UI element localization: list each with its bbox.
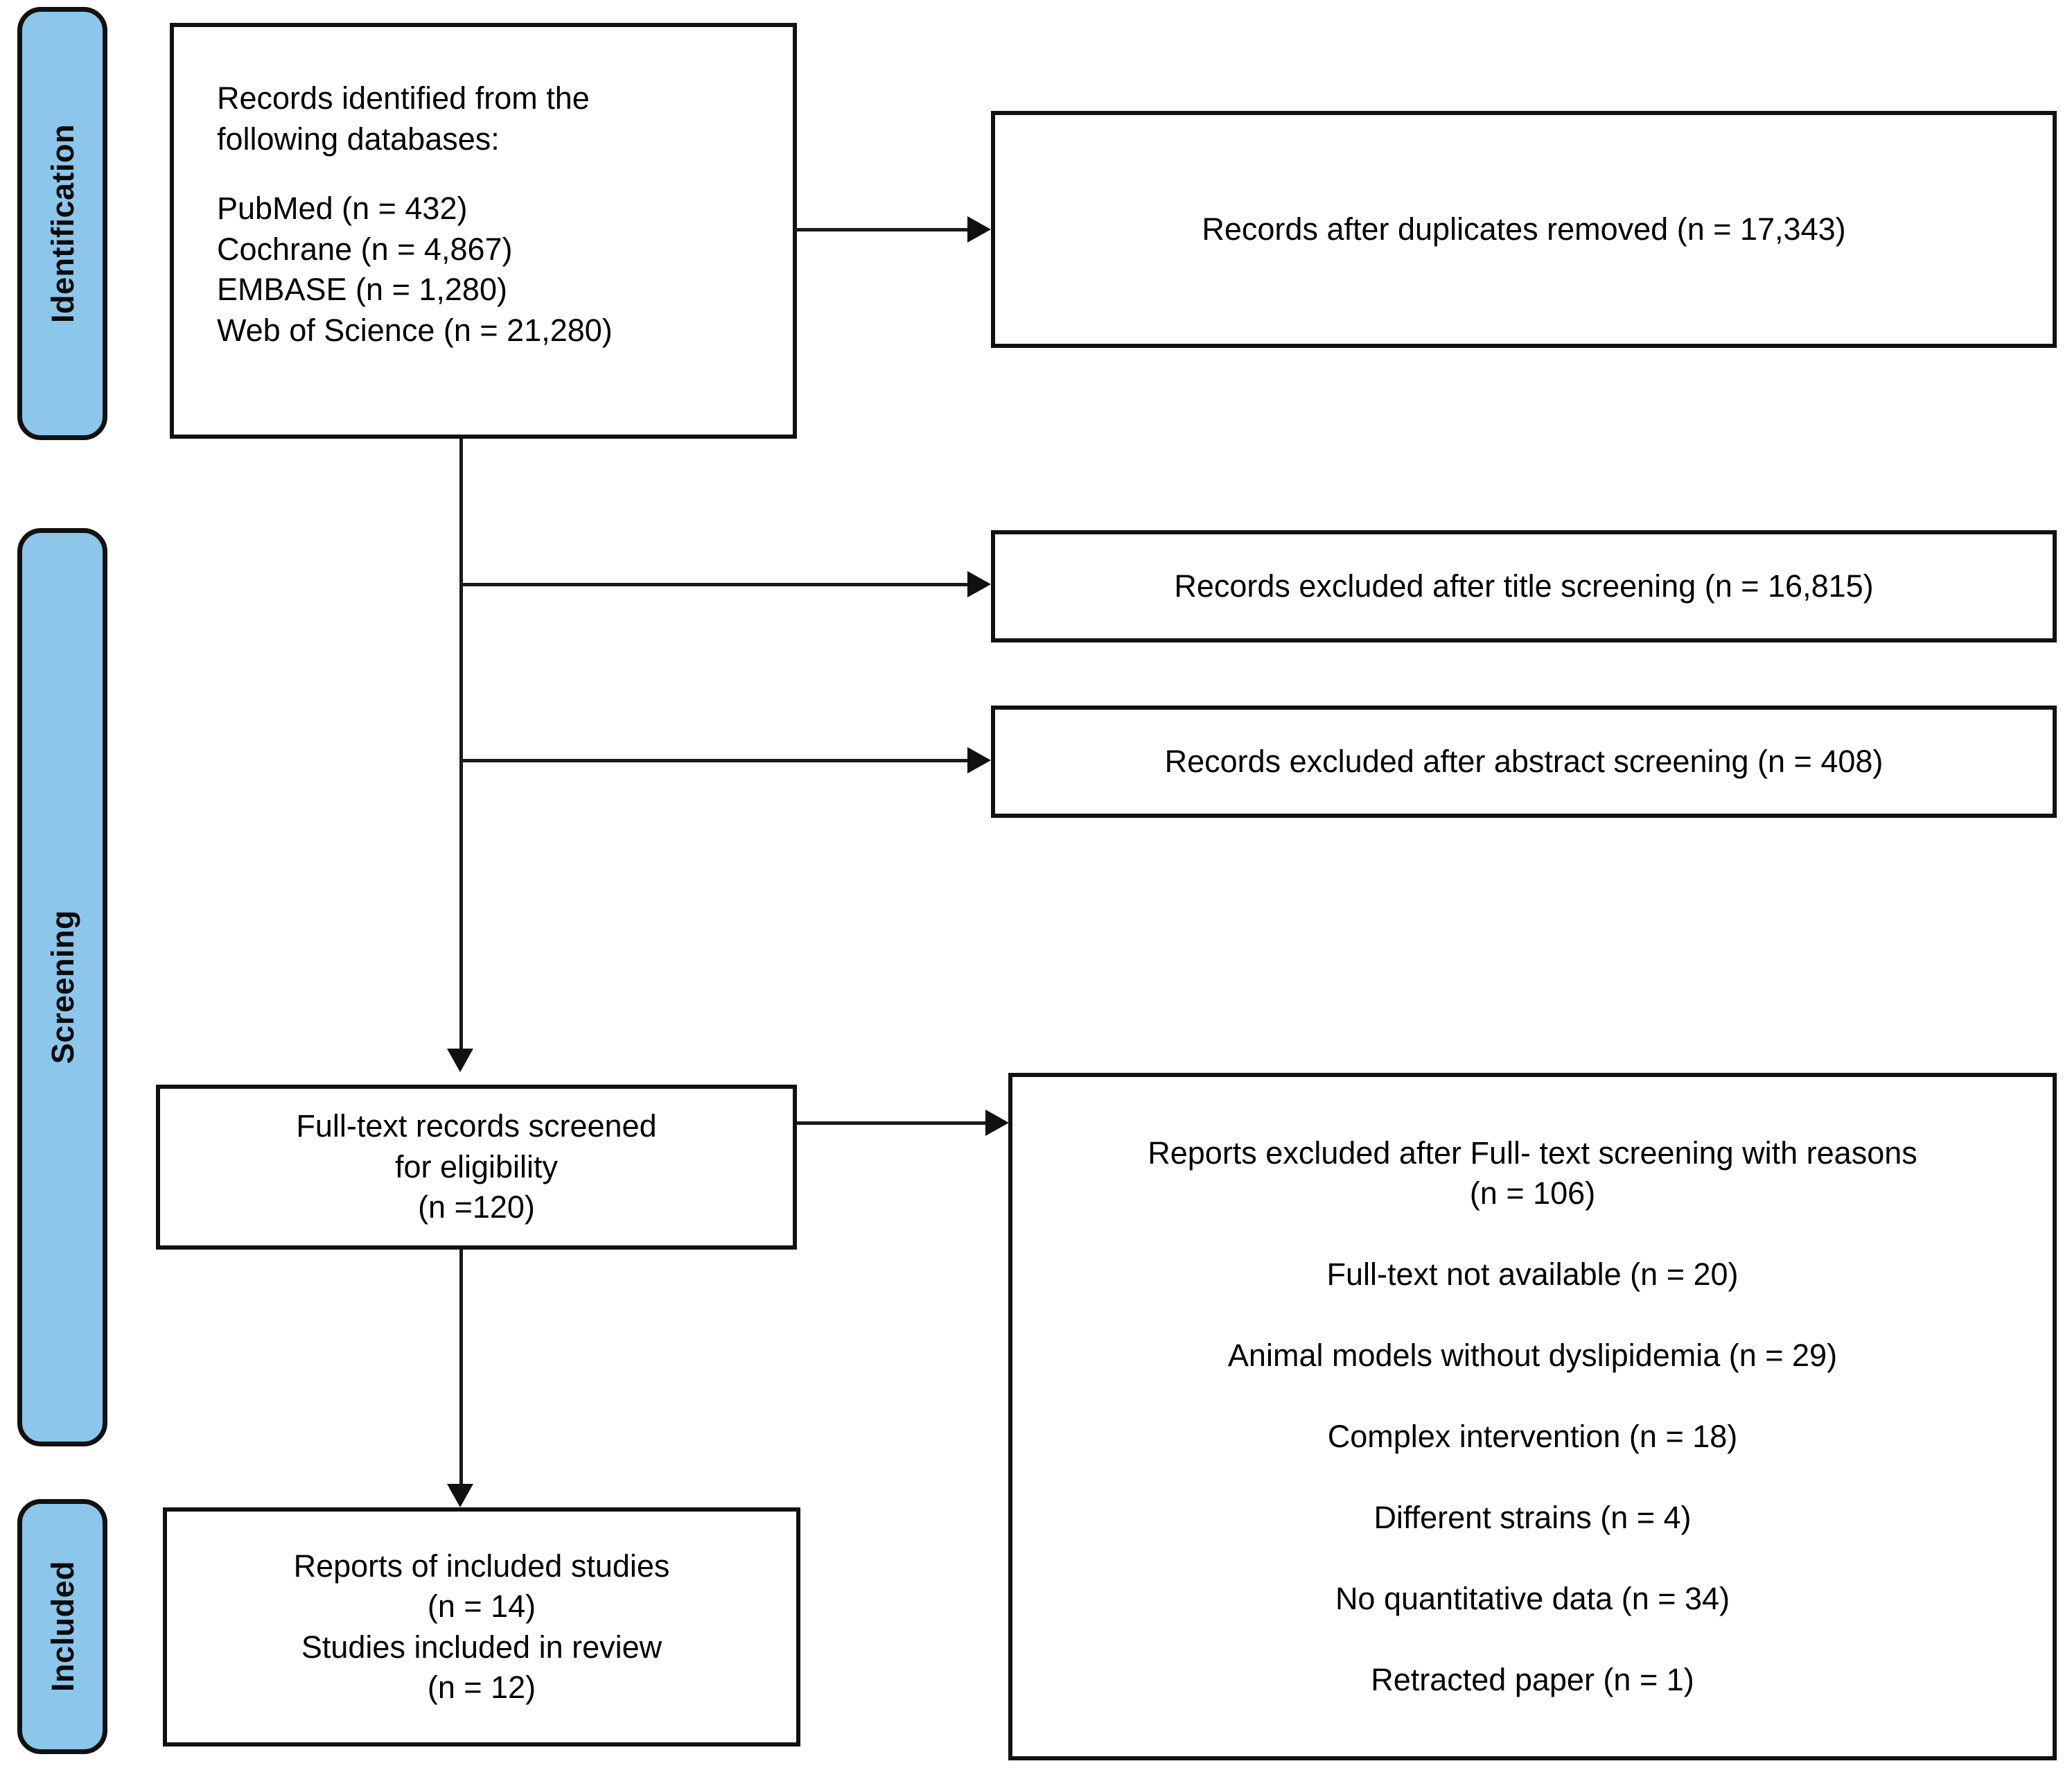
exclusion-reasons-heading-line2: (n = 106) — [1469, 1175, 1596, 1211]
arrowhead-trunk-to-fulltext — [447, 1049, 473, 1072]
arrowhead-identified-to-duplicates — [967, 216, 991, 243]
records-identified-source-pubmed: PubMed (n = 432) — [217, 191, 468, 226]
node-records-identified: Records identified from the following da… — [170, 23, 797, 439]
phase-label-screening: Screening — [44, 910, 80, 1065]
exclusion-reason-different-strains: Different strains (n = 4) — [1373, 1500, 1692, 1535]
arrowhead-trunk-to-excluded-title — [967, 571, 991, 597]
records-identified-heading-line1: Records identified from the — [217, 80, 590, 116]
connector-trunk-to-excluded-abstract — [459, 759, 967, 762]
duplicates-removed-text: Records after duplicates removed (n = 17… — [1202, 211, 1846, 247]
exclusion-reason-retracted-paper: Retracted paper (n = 1) — [1371, 1662, 1694, 1697]
records-identified-source-web-of-science: Web of Science (n = 21,280) — [217, 312, 613, 348]
node-excluded-fulltext-with-reasons: Reports excluded after Full- text screen… — [1008, 1073, 2057, 1760]
exclusion-reason-complex-intervention: Complex intervention (n = 18) — [1327, 1419, 1738, 1454]
included-studies-line4: (n = 12) — [427, 1670, 536, 1705]
included-studies-line3: Studies included in review — [301, 1629, 662, 1665]
connector-identified-to-duplicates — [796, 228, 967, 231]
excluded-title-text: Records excluded after title screening (… — [1174, 568, 1874, 604]
included-studies-line1: Reports of included studies — [293, 1548, 670, 1584]
fulltext-screened-line3: (n =120) — [418, 1189, 535, 1225]
phase-label-included: Included — [44, 1561, 80, 1692]
excluded-abstract-text: Records excluded after abstract screenin… — [1164, 743, 1884, 779]
records-identified-heading-line2: following databases: — [217, 121, 500, 157]
records-identified-source-embase: EMBASE (n = 1,280) — [217, 272, 507, 307]
exclusion-reasons-list: Reports excluded after Full- text screen… — [1012, 1077, 2053, 1756]
node-included-studies: Reports of included studies (n = 14) Stu… — [163, 1507, 800, 1747]
exclusion-reason-animal-models-without-dyslipidemia: Animal models without dyslipidemia (n = … — [1227, 1338, 1838, 1373]
node-fulltext-records-screened: Full-text records screened for eligibili… — [156, 1085, 797, 1250]
phase-tab-included: Included — [17, 1499, 107, 1754]
exclusion-reason-no-quantitative-data: No quantitative data (n = 34) — [1335, 1581, 1730, 1616]
node-excluded-abstract-screening: Records excluded after abstract screenin… — [991, 706, 2057, 818]
exclusion-reasons-heading-line1: Reports excluded after Full- text screen… — [1148, 1135, 1917, 1171]
connector-trunk-identified-to-fulltext — [459, 439, 463, 1049]
phase-tab-screening: Screening — [17, 528, 107, 1446]
fulltext-screened-line1: Full-text records screened — [296, 1108, 657, 1144]
exclusion-reason-fulltext-not-available: Full-text not available (n = 20) — [1326, 1257, 1739, 1292]
phase-label-identification: Identification — [44, 124, 80, 323]
arrowhead-fulltext-to-included — [447, 1484, 473, 1507]
fulltext-screened-line2: for eligibility — [394, 1148, 559, 1184]
connector-fulltext-to-reasons — [797, 1121, 985, 1125]
node-records-after-duplicates-removed: Records after duplicates removed (n = 17… — [991, 111, 2057, 348]
phase-tab-identification: Identification — [17, 7, 107, 440]
connector-trunk-to-excluded-title — [459, 583, 967, 586]
included-studies-line2: (n = 14) — [427, 1588, 536, 1624]
arrowhead-trunk-to-excluded-abstract — [967, 747, 991, 773]
node-excluded-title-screening: Records excluded after title screening (… — [991, 530, 2057, 642]
arrowhead-fulltext-to-reasons — [985, 1110, 1009, 1136]
records-identified-source-cochrane: Cochrane (n = 4,867) — [217, 231, 513, 267]
exclusion-reasons-heading: Reports excluded after Full- text screen… — [1148, 1133, 1917, 1214]
connector-fulltext-to-included — [459, 1250, 463, 1484]
